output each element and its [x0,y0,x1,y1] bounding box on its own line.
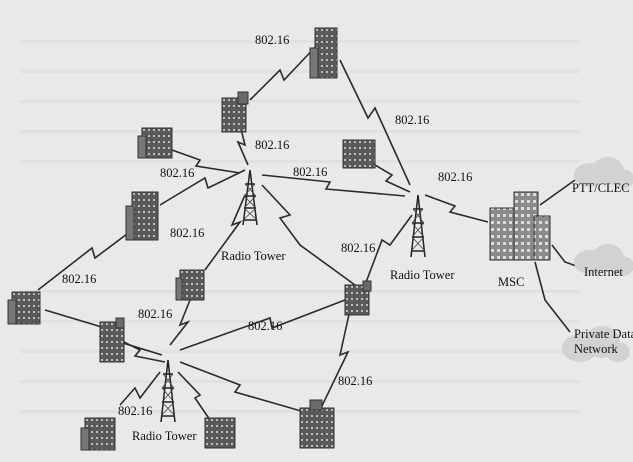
link-top-to-righttower [339,59,411,186]
link-label: 802.16 [255,33,289,47]
radio-tower-icon [160,359,176,423]
building-icon [80,417,116,451]
link-label: 802.16 [341,241,375,255]
link-label: 802.16 [293,165,327,179]
radio-towers [160,169,426,423]
link-label: 802.16 [438,170,472,184]
link-smallL-to-lefttower [171,149,241,174]
building-icon [175,269,205,301]
building-icon [221,91,249,133]
building-icon [204,417,236,449]
cloud-icon [562,326,630,362]
link-label: 802.16 [170,226,204,240]
radio-tower-label: Radio Tower [390,268,455,282]
link-label: 802.16 [62,272,96,286]
cloud-icon [574,244,633,276]
radio-tower-label: Radio Tower [132,429,197,443]
radio-tower-icon [410,194,426,258]
pstn-label: PTT/CLEC [572,181,630,195]
radio-tower-icon [242,169,258,226]
clouds [562,157,633,362]
link-label: 802.16 [160,166,194,180]
msc-building-icon [489,191,551,261]
link-top-to-topmid [249,41,321,101]
link-label: 802.16 [118,404,152,418]
link-lefttower-to-midbuild [204,194,246,271]
building-icon [99,317,125,363]
link-righttower-to-msc [424,194,489,223]
building-icon [137,127,173,159]
link-topmid-to-lefttower [236,124,249,166]
msc-label: MSC [498,275,524,289]
link-smallR-to-righttower [374,164,411,193]
link-righttower-to-rightmid [364,214,413,286]
building-icon [125,191,159,241]
link-bottomtower-to-bottommid [177,371,211,421]
link-bottomleft-to-bottomtower [119,371,161,406]
building-icon [309,27,338,79]
radio-tower-label: Radio Tower [221,249,286,263]
link-rightmid-to-bottomtower-tower [319,309,351,411]
building-icon [7,291,41,325]
msc-to-private-network [534,261,571,333]
link-label: 802.16 [255,138,289,152]
link-leftfar-to-bottomtower [119,339,166,363]
node-labels: Radio Tower Radio Tower Radio Tower MSC … [132,181,633,443]
msc-to-pstn [539,179,576,206]
link-lefttower-to-righttower-diag [261,184,356,286]
link-label: 802.16 [338,374,372,388]
link-bottomtower-to-lowerright [179,361,316,416]
wireless-links [37,41,489,421]
building-icon [299,399,335,449]
internet-label: Internet [584,265,623,279]
link-label: 802.16 [138,307,172,321]
buildings [7,27,376,451]
link-midleft-to-leftbuild [37,227,136,291]
cloud-icon [574,157,633,189]
private-data-network-label: Private Data Network [574,327,633,356]
link-midbuild-to-bottomtower [169,299,191,346]
link-lefttower-to-midleft [159,169,246,206]
building-icon [344,280,372,316]
building-icon [342,139,376,169]
link-label: 802.16 [248,319,282,333]
link-label: 802.16 [395,113,429,127]
link-bottomtower-to-rightmid [179,299,346,351]
link-labels: 802.16 802.16 802.16 802.16 802.16 802.1… [62,33,472,418]
link-lefttower-to-righttower [261,174,406,197]
